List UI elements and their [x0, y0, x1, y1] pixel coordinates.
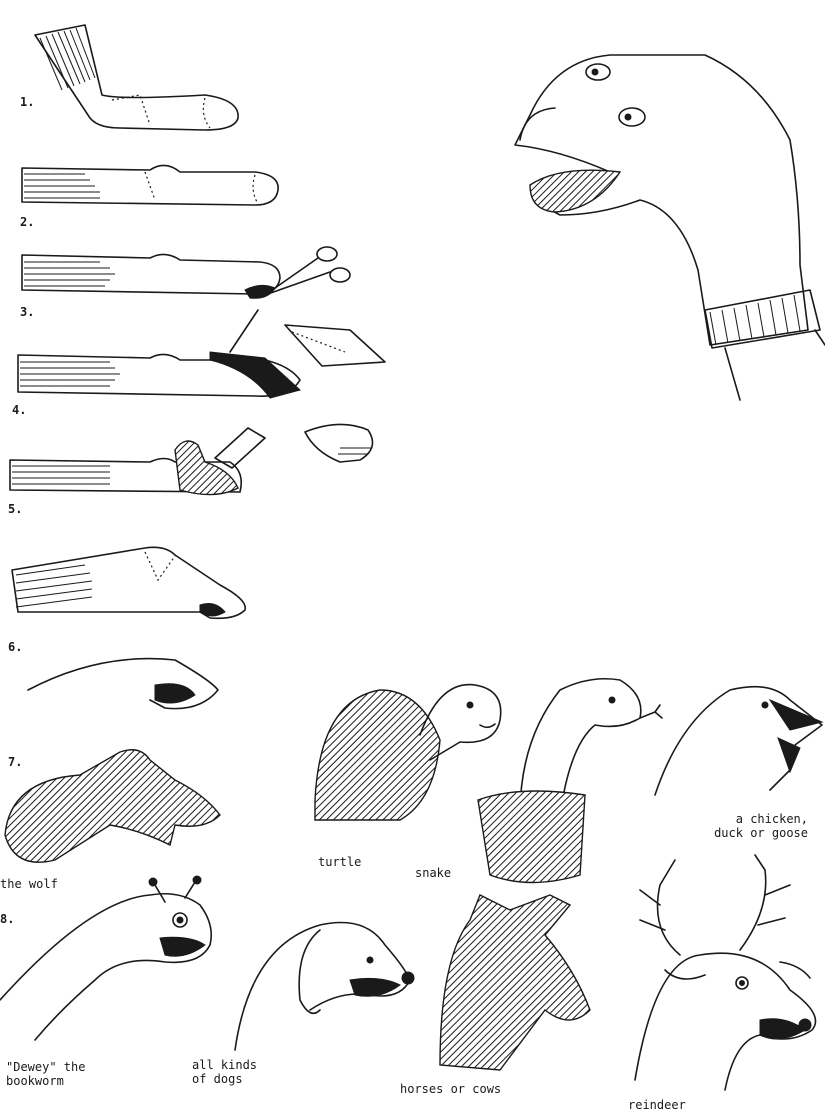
- caption-horses: horses or cows: [400, 1082, 501, 1096]
- turtle-puppet: [315, 685, 501, 820]
- caption-snake: snake: [415, 866, 451, 880]
- caption-reindeer: reindeer: [628, 1098, 686, 1112]
- chicken-puppet: [655, 687, 822, 795]
- caption-wolf: the wolf: [0, 877, 58, 891]
- step-label-4: 4.: [12, 403, 26, 417]
- sock-step5: [10, 424, 373, 494]
- step-label-5: 5.: [8, 502, 22, 516]
- step-label-8: 8.: [0, 912, 14, 926]
- caption-chicken: a chicken, duck or goose: [652, 812, 808, 840]
- dog-puppet: [235, 923, 414, 1051]
- caption-turtle: turtle: [318, 855, 361, 869]
- step-label-3: 3.: [20, 305, 34, 319]
- horse-puppet: [440, 895, 590, 1070]
- caption-bookworm: "Dewey" the bookworm: [6, 1060, 85, 1088]
- sock-step2: [22, 165, 278, 205]
- step-label-7: 7.: [8, 755, 22, 769]
- wolf-puppet: [5, 750, 220, 862]
- sock-puppet-large: [515, 55, 825, 400]
- step-label-6: 6.: [8, 640, 22, 654]
- sock-illustration: [35, 25, 238, 130]
- sock-step6: [12, 547, 245, 618]
- reindeer-puppet: [635, 855, 816, 1090]
- snake-puppet: [478, 679, 662, 883]
- sock-step7: [28, 659, 218, 709]
- sock-step4: [18, 310, 385, 398]
- bookworm-puppet: [0, 876, 211, 1040]
- step-label-2: 2.: [20, 215, 34, 229]
- caption-dogs: all kinds of dogs: [192, 1058, 257, 1086]
- sock-step3: [22, 254, 280, 298]
- step-label-1: 1.: [20, 95, 34, 109]
